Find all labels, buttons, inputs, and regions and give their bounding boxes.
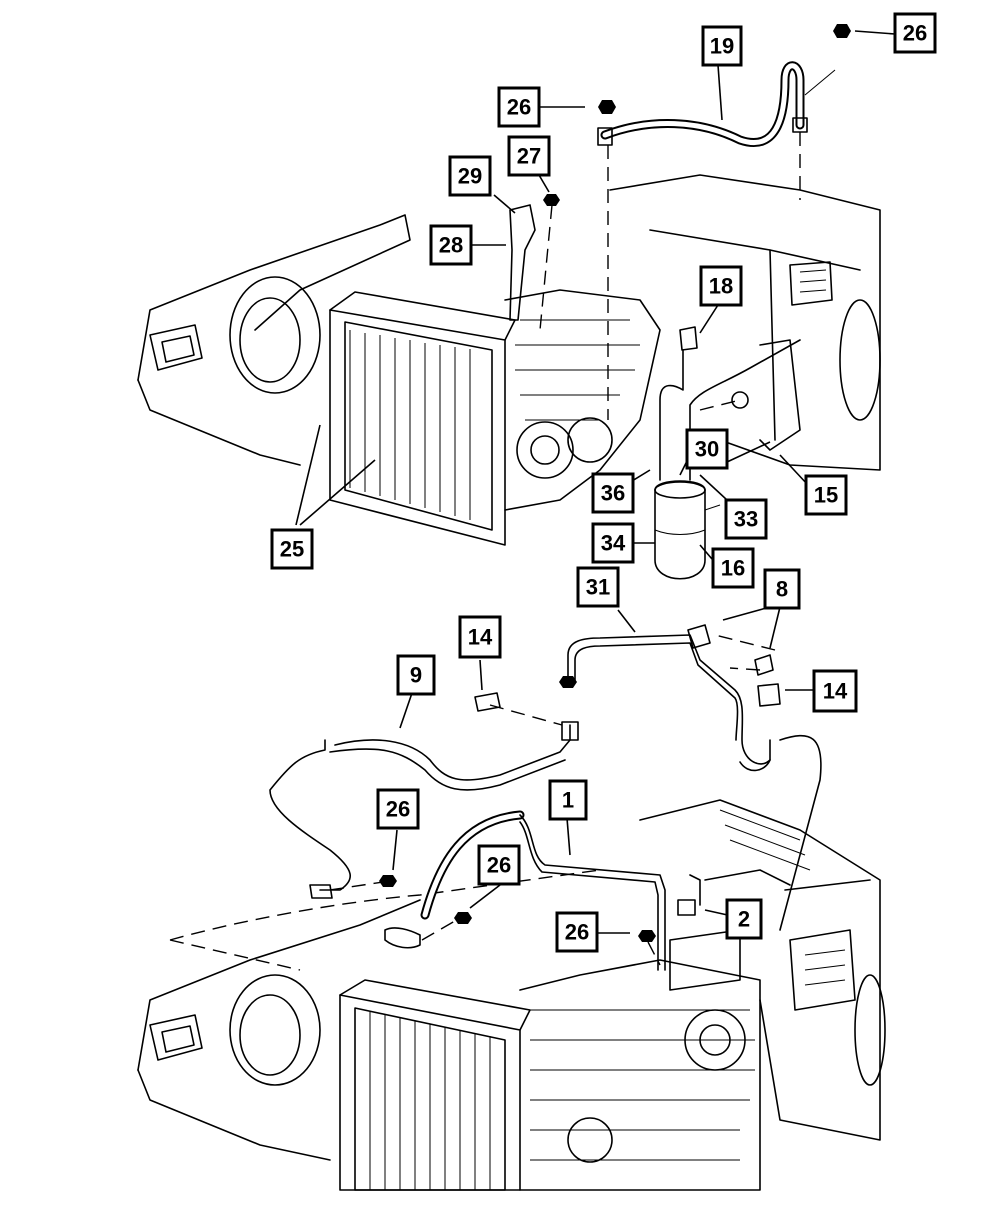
upper-view-artwork	[137, 24, 881, 580]
callout-26: 26	[497, 86, 541, 128]
callout-34: 34	[591, 522, 635, 564]
svg-text:30: 30	[695, 437, 719, 462]
svg-text:16: 16	[721, 556, 745, 581]
callout-25: 25	[270, 528, 314, 570]
svg-text:26: 26	[507, 95, 531, 120]
svg-text:36: 36	[601, 481, 625, 506]
callouts: 19 26 26 27 29 28 18 30 36 33 15 34 16 2…	[270, 12, 937, 953]
callout-33: 33	[724, 498, 768, 540]
svg-text:26: 26	[386, 797, 410, 822]
svg-text:31: 31	[586, 575, 610, 600]
callout-9: 9	[396, 654, 436, 696]
svg-text:26: 26	[487, 853, 511, 878]
callout-15: 15	[804, 474, 848, 516]
svg-text:14: 14	[468, 625, 493, 650]
svg-text:9: 9	[410, 663, 422, 688]
callout-19: 19	[701, 25, 743, 67]
svg-text:27: 27	[517, 144, 541, 169]
callout-26: 26	[376, 788, 420, 830]
svg-text:8: 8	[776, 577, 788, 602]
svg-text:2: 2	[738, 907, 750, 932]
svg-text:28: 28	[439, 233, 463, 258]
svg-text:29: 29	[458, 164, 482, 189]
callout-26: 26	[477, 844, 521, 886]
callout-26: 26	[555, 911, 599, 953]
callout-1: 1	[548, 779, 588, 821]
svg-text:25: 25	[280, 537, 304, 562]
callout-14: 14	[812, 669, 858, 713]
callout-16: 16	[711, 547, 755, 589]
callout-30: 30	[685, 428, 729, 470]
callout-18: 18	[699, 265, 743, 307]
callout-26: 26	[893, 12, 937, 54]
svg-text:19: 19	[710, 34, 734, 59]
callout-36: 36	[591, 472, 635, 514]
callout-8: 8	[763, 568, 801, 610]
callout-14: 14	[458, 615, 502, 659]
svg-text:15: 15	[814, 483, 838, 508]
svg-text:14: 14	[823, 679, 848, 704]
svg-text:26: 26	[565, 920, 589, 945]
svg-text:1: 1	[562, 788, 574, 813]
callout-27: 27	[507, 135, 551, 177]
callout-2: 2	[725, 898, 763, 940]
svg-text:33: 33	[734, 507, 758, 532]
lower-view-artwork	[137, 624, 886, 1191]
svg-text:26: 26	[903, 21, 927, 46]
callout-29: 29	[448, 155, 492, 197]
svg-text:18: 18	[709, 274, 733, 299]
callout-31: 31	[576, 566, 620, 608]
callout-28: 28	[429, 224, 473, 266]
svg-text:34: 34	[601, 531, 626, 556]
